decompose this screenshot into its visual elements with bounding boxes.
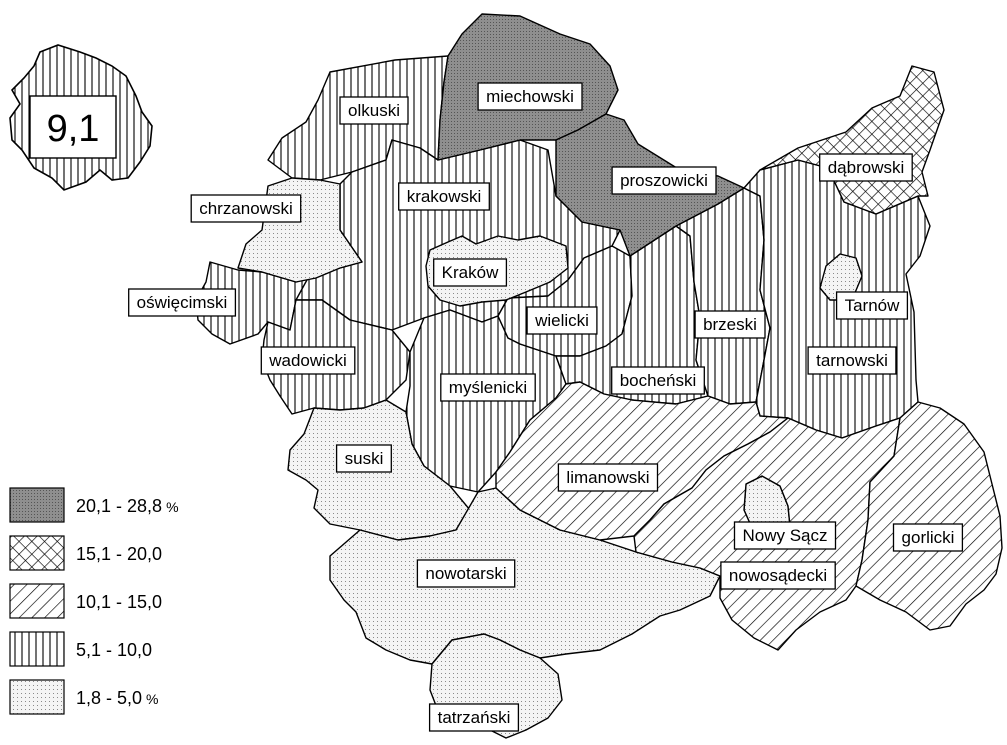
district-name: gorlicki bbox=[902, 528, 955, 547]
district-name: proszowicki bbox=[620, 171, 708, 190]
label-box bbox=[611, 166, 717, 195]
label-bochenski: bocheński bbox=[611, 366, 705, 395]
label-box bbox=[819, 153, 913, 182]
legend-item-4: 5,1 - 10,0 bbox=[9, 631, 152, 667]
district-name: oświęcimski bbox=[137, 293, 228, 312]
label-box bbox=[440, 373, 536, 402]
legend-range: 10,1 - 15,0 bbox=[76, 592, 162, 612]
district-name: miechowski bbox=[486, 87, 574, 106]
legend-swatch bbox=[9, 583, 65, 619]
legend-unit: % bbox=[166, 499, 178, 515]
district-name: suski bbox=[345, 449, 384, 468]
district-name: Kraków bbox=[442, 263, 499, 282]
label-tarnow: Tarnów bbox=[835, 291, 909, 320]
label-box bbox=[694, 310, 766, 339]
district-name: bocheński bbox=[620, 371, 697, 390]
label-krakow: Kraków bbox=[433, 258, 508, 287]
label-nowy-sacz: Nowy Sącz bbox=[733, 521, 837, 550]
legend-swatch bbox=[9, 487, 65, 523]
region-gorlicki bbox=[855, 401, 1003, 631]
label-nowotarski: nowotarski bbox=[416, 559, 516, 588]
inset-value-box bbox=[29, 95, 117, 159]
district-name: dąbrowski bbox=[828, 158, 905, 177]
district-name: tatrzański bbox=[438, 708, 511, 727]
district-name: tarnowski bbox=[816, 351, 888, 370]
label-box bbox=[720, 561, 836, 590]
inset-value: 9,1 bbox=[47, 108, 100, 150]
label-myslenicki: myślenicki bbox=[440, 373, 536, 402]
label-box bbox=[416, 559, 516, 588]
label-box bbox=[477, 82, 583, 111]
legend-swatch bbox=[9, 679, 65, 715]
legend-range: 5,1 - 10,0 bbox=[76, 640, 152, 660]
label-box bbox=[835, 291, 909, 320]
legend-swatch bbox=[9, 535, 65, 571]
label-box bbox=[807, 346, 897, 375]
district-name: olkuski bbox=[348, 101, 400, 120]
legend-item-1: 20,1 - 28,8% bbox=[9, 487, 179, 523]
district-name: wadowicki bbox=[268, 351, 346, 370]
label-box bbox=[128, 288, 237, 317]
district-name: krakowski bbox=[407, 187, 482, 206]
label-box bbox=[526, 306, 598, 335]
label-wielicki: wielicki bbox=[526, 306, 598, 335]
label-dabrowski: dąbrowski bbox=[819, 153, 913, 182]
label-proszowicki: proszowicki bbox=[611, 166, 717, 195]
label-olkuski: olkuski bbox=[339, 96, 409, 125]
inset-map: 9,1 bbox=[9, 44, 153, 191]
district-labels: olkuski miechowski proszowicki dąbrowski kra… bbox=[128, 82, 964, 732]
legend-range: 20,1 - 28,8 bbox=[76, 496, 162, 516]
districts-layer bbox=[195, 13, 1003, 739]
label-suski: suski bbox=[335, 444, 392, 473]
legend-item-3: 10,1 - 15,0 bbox=[9, 583, 162, 619]
label-tarnowski: tarnowski bbox=[807, 346, 897, 375]
legend: 20,1 - 28,8% 15,1 - 20,0 10,1 - 15,0 5,1 - … bbox=[9, 487, 179, 715]
legend-range: 15,1 - 20,0 bbox=[76, 544, 162, 564]
district-name: nowosądecki bbox=[729, 566, 827, 585]
label-box bbox=[260, 346, 356, 375]
label-brzeski: brzeski bbox=[694, 310, 766, 339]
label-gorlicki: gorlicki bbox=[892, 523, 964, 552]
region-tarnow-city bbox=[819, 253, 863, 301]
label-krakowski: krakowski bbox=[398, 182, 490, 211]
district-name: nowotarski bbox=[425, 564, 506, 583]
label-box bbox=[611, 366, 705, 395]
label-limanowski: limanowski bbox=[557, 463, 659, 492]
label-chrzanowski: chrzanowski bbox=[190, 194, 302, 223]
label-tatrzanski: tatrzański bbox=[428, 703, 520, 732]
district-name: limanowski bbox=[566, 468, 649, 487]
label-box bbox=[339, 96, 409, 125]
legend-swatch bbox=[9, 631, 65, 667]
label-box bbox=[733, 521, 837, 550]
label-wadowicki: wadowicki bbox=[260, 346, 356, 375]
legend-item-5: 1,8 - 5,0% bbox=[9, 679, 158, 715]
label-box bbox=[398, 182, 490, 211]
district-name: wielicki bbox=[534, 311, 589, 330]
label-nowosadecki: nowosądecki bbox=[720, 561, 836, 590]
label-box bbox=[433, 258, 508, 287]
label-box bbox=[190, 194, 302, 223]
legend-range: 1,8 - 5,0 bbox=[76, 688, 142, 708]
legend-unit: % bbox=[146, 691, 158, 707]
label-box bbox=[557, 463, 659, 492]
district-name: brzeski bbox=[703, 315, 757, 334]
district-name: Tarnów bbox=[845, 296, 901, 315]
label-miechowski: miechowski bbox=[477, 82, 583, 111]
label-box bbox=[892, 523, 964, 552]
legend-item-2: 15,1 - 20,0 bbox=[9, 535, 162, 571]
label-box bbox=[428, 703, 520, 732]
district-name: chrzanowski bbox=[199, 199, 293, 218]
label-oswiecimski: oświęcimski bbox=[128, 288, 237, 317]
district-name: myślenicki bbox=[449, 378, 527, 397]
district-name: Nowy Sącz bbox=[742, 526, 827, 545]
label-box bbox=[335, 444, 392, 473]
